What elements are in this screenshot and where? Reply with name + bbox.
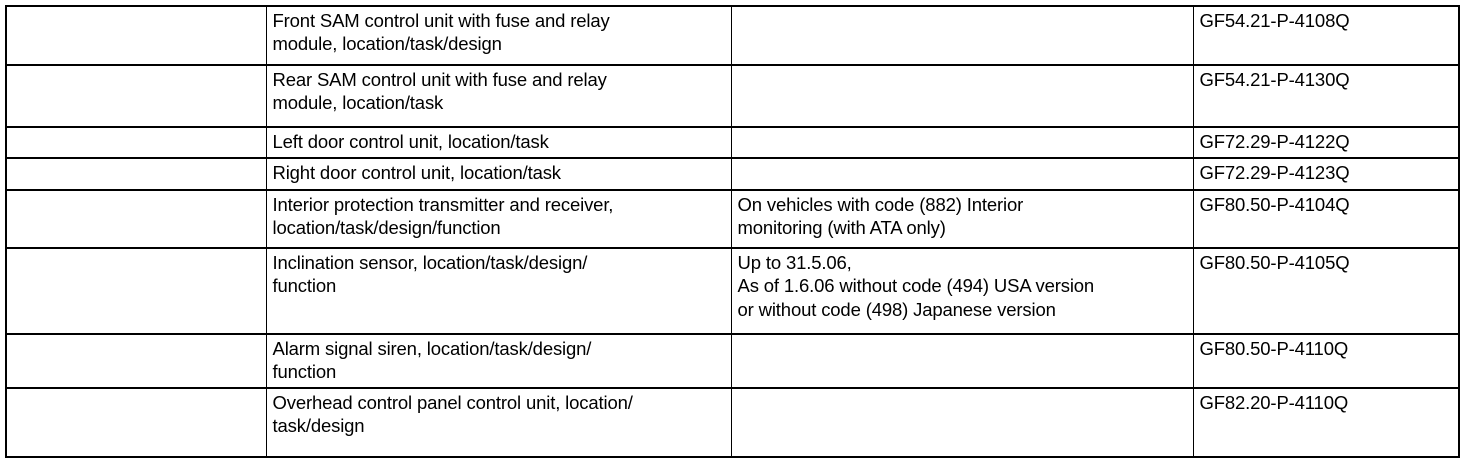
description-cell-line: module, location/task/design (272, 33, 502, 55)
description-cell-line: Left door control unit, location/task (272, 131, 549, 152)
reference-cell (5, 64, 267, 128)
table-row: Overhead control panel control unit, loc… (5, 387, 1460, 458)
document-number-cell: GF80.50-P-4105Q (1192, 247, 1460, 335)
document-number: GF72.29-P-4123Q (1199, 162, 1350, 183)
reference-cell (5, 157, 267, 191)
condition-cell (730, 64, 1194, 128)
table-row: Front SAM control unit with fuse and rel… (5, 5, 1460, 66)
table-row: Rear SAM control unit with fuse and rela… (5, 64, 1460, 128)
document-number-cell: GF80.50-P-4104Q (1192, 189, 1460, 249)
description-cell-line: Right door control unit, location/task (272, 162, 562, 183)
table-row: Alarm signal siren, location/task/design… (5, 333, 1460, 389)
reference-cell (5, 247, 267, 335)
description-cell: Overhead control panel control unit, loc… (265, 387, 732, 458)
reference-cell (5, 333, 267, 389)
table-body: Front SAM control unit with fuse and rel… (5, 5, 1460, 458)
document-number-cell: GF72.29-P-4123Q (1192, 157, 1460, 191)
table-row: Left door control unit, location/task GF7… (5, 126, 1460, 159)
reference-table: Front SAM control unit with fuse and rel… (5, 5, 1460, 458)
document-number-cell: GF82.20-P-4110Q (1192, 387, 1460, 458)
condition-cell-line: or without code (498) Japanese version (737, 298, 1056, 320)
document-number: GF54.21-P-4108Q (1199, 10, 1350, 31)
table-row: Inclination sensor, location/task/design… (5, 247, 1460, 335)
description-cell: Left door control unit, location/task (265, 126, 732, 159)
reference-cell (5, 126, 267, 159)
condition-cell (730, 157, 1194, 191)
reference-cell (5, 5, 267, 66)
description-cell-line: location/task/design/function (272, 217, 501, 239)
description-cell-line: Inclination sensor, location/task/design… (272, 252, 588, 273)
condition-cell-line: As of 1.6.06 without code (494) USA vers… (737, 275, 1095, 297)
description-cell: Front SAM control unit with fuse and rel… (265, 5, 732, 66)
description-cell: Inclination sensor, location/task/design… (265, 247, 732, 335)
document-number: GF54.21-P-4130Q (1199, 69, 1350, 90)
reference-cell (5, 189, 267, 249)
condition-cell: Up to 31.5.06,As of 1.6.06 without code … (730, 247, 1194, 335)
document-number-cell: GF54.21-P-4130Q (1192, 64, 1460, 128)
table-row: Right door control unit, location/task GF… (5, 157, 1460, 191)
description-cell-line: Alarm signal siren, location/task/design… (272, 338, 592, 359)
condition-cell-line: On vehicles with code (882) Interior (737, 194, 1024, 215)
condition-cell-line: Up to 31.5.06, (737, 252, 852, 273)
condition-cell (730, 387, 1194, 458)
description-cell: Right door control unit, location/task (265, 157, 732, 191)
condition-cell (730, 126, 1194, 159)
description-cell-line: Overhead control panel control unit, loc… (272, 392, 633, 413)
document-number-cell: GF80.50-P-4110Q (1192, 333, 1460, 389)
description-cell-line: function (272, 275, 337, 297)
condition-cell (730, 333, 1194, 389)
description-cell: Alarm signal siren, location/task/design… (265, 333, 732, 389)
condition-cell (730, 5, 1194, 66)
document-number: GF72.29-P-4122Q (1199, 131, 1350, 152)
document-number: GF80.50-P-4110Q (1199, 338, 1349, 359)
condition-cell-line: monitoring (with ATA only) (737, 217, 946, 239)
description-cell: Rear SAM control unit with fuse and rela… (265, 64, 732, 128)
table-row: Interior protection transmitter and rece… (5, 189, 1460, 249)
description-cell: Interior protection transmitter and rece… (265, 189, 732, 249)
document-number: GF80.50-P-4104Q (1199, 194, 1350, 215)
document-number: GF80.50-P-4105Q (1199, 252, 1350, 273)
document-number-cell: GF54.21-P-4108Q (1192, 5, 1460, 66)
description-cell-line: module, location/task (272, 92, 444, 114)
description-cell-line: Front SAM control unit with fuse and rel… (272, 10, 610, 31)
description-cell-line: task/design (272, 415, 365, 437)
document-number-cell: GF72.29-P-4122Q (1192, 126, 1460, 159)
description-cell-line: Interior protection transmitter and rece… (272, 194, 614, 215)
description-cell-line: function (272, 361, 337, 383)
document-table-container: Front SAM control unit with fuse and rel… (5, 5, 1460, 458)
description-cell-line: Rear SAM control unit with fuse and rela… (272, 69, 607, 90)
document-number: GF82.20-P-4110Q (1199, 392, 1349, 413)
reference-cell (5, 387, 267, 458)
